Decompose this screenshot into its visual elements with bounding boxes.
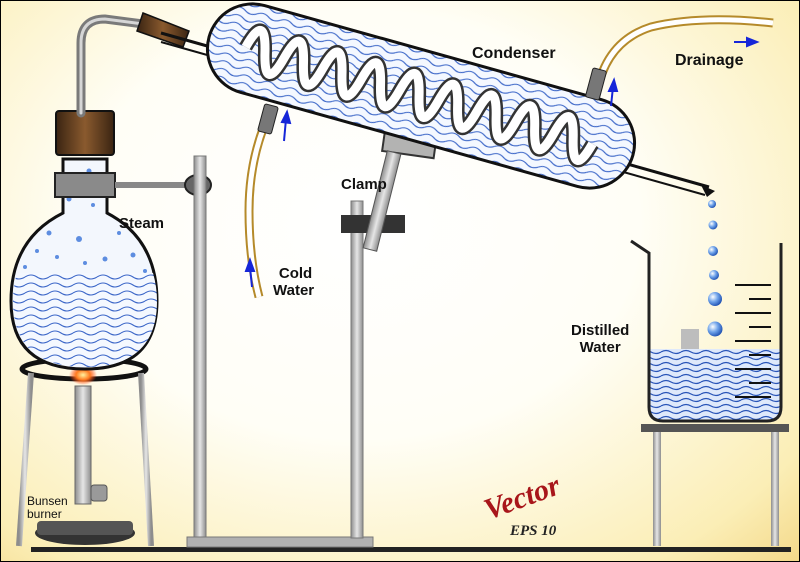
beaker — [630, 239, 789, 546]
flow-arrows — [244, 36, 760, 288]
label-cold-water-line1: Cold — [278, 265, 313, 282]
label-bunsen-burner: Bunsen burner — [27, 494, 68, 522]
label-drainage: Drainage — [675, 52, 744, 69]
label-cold-water: Cold Water — [273, 265, 314, 299]
support-stand-right — [341, 200, 405, 539]
label-bunsen-line2: burner — [27, 507, 62, 522]
label-bunsen-line1: Bunsen — [27, 494, 68, 508]
vapor-tube — [76, 14, 156, 118]
bench-surface — [31, 547, 791, 552]
condenser — [160, 2, 715, 197]
bunsen-burner — [35, 385, 135, 545]
distillate-drops — [707, 200, 723, 337]
support-stand-left — [186, 155, 374, 548]
label-clamp: Clamp — [341, 176, 387, 193]
label-cold-water-line2: Water — [273, 281, 315, 299]
label-distilled-water-line2: Water — [579, 338, 621, 356]
label-distilled-water-line1: Distilled — [571, 322, 630, 339]
label-distilled-water: Distilled Water — [571, 322, 630, 356]
boiling-flask — [9, 110, 212, 371]
watermark-eps: EPS 10 — [510, 523, 557, 539]
label-steam: Steam — [119, 215, 165, 232]
label-condenser: Condenser — [472, 45, 556, 62]
